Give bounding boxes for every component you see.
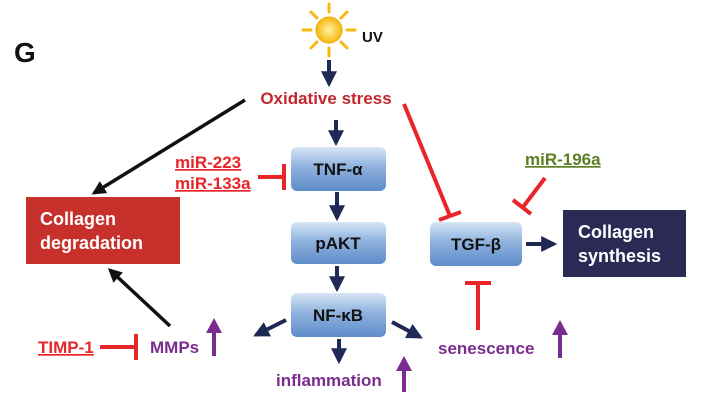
collagen-synthesis-line-1: Collagen	[578, 222, 654, 242]
inhibition-mir196a-to-tgf	[511, 176, 547, 216]
collagen-degradation-line-1: Collagen	[40, 209, 116, 229]
senescence-label: senescence	[438, 339, 534, 358]
collagen-degradation-line-2: degradation	[40, 233, 143, 253]
tnf-alpha-label: TNF-α	[313, 160, 363, 179]
collagen-degradation-label: Collagen degradation	[40, 209, 143, 253]
tnf-alpha-box	[291, 147, 386, 191]
arrow-oxidative-to-degradation	[91, 98, 246, 195]
collagen-degradation-box	[26, 197, 180, 264]
panel-label: G	[14, 37, 36, 68]
senescence-up-arrow-icon	[552, 320, 568, 358]
pakt-box	[291, 222, 386, 264]
inhibition-timp1-to-mmps	[100, 334, 138, 360]
timp-1-label: TIMP-1	[38, 338, 94, 357]
tgf-beta-box	[430, 222, 522, 266]
arrow-mmps-to-degradation	[107, 268, 172, 328]
arrow-nfkb-to-senescence	[391, 320, 423, 339]
oxidative-stress-label: Oxidative stress	[260, 89, 391, 108]
mir-133a-label: miR-133a	[175, 174, 251, 193]
collagen-synthesis-label: Collagen synthesis	[578, 222, 661, 266]
nfkb-box	[291, 293, 386, 337]
tgf-beta-label: TGF-β	[451, 235, 501, 254]
inhibition-senescence-to-tgf	[465, 281, 491, 330]
mmps-label: MMPs	[150, 338, 199, 357]
inhibition-mir-to-tnf	[258, 164, 286, 190]
collagen-synthesis-box	[563, 210, 686, 277]
uv-label: UV	[362, 29, 383, 46]
sun-icon	[301, 2, 357, 58]
mir-223-label: miR-223	[175, 153, 241, 172]
pakt-label: pAKT	[315, 234, 361, 253]
mir-196a-label: miR-196a	[525, 150, 601, 169]
arrow-nfkb-to-mmps	[253, 318, 287, 337]
inflammation-label: inflammation	[276, 371, 382, 390]
nfkb-label: NF-κB	[313, 306, 363, 325]
inflammation-up-arrow-icon	[396, 356, 412, 392]
mmps-up-arrow-icon	[206, 318, 222, 356]
collagen-synthesis-line-2: synthesis	[578, 246, 661, 266]
inhibition-oxidative-to-tgf	[402, 103, 462, 222]
